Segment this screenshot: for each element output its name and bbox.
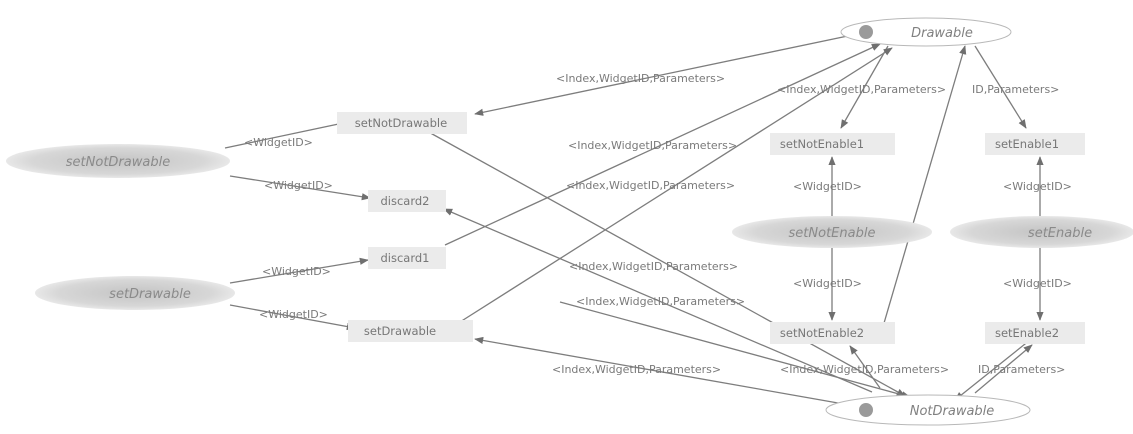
edge-label: <WidgetID> [1003, 180, 1072, 193]
edge-setnotenable1-to-notdrawable [559, 301, 911, 399]
action-node-setnotenable1[interactable]: setNotEnable1 [770, 133, 895, 155]
event-node-setnotdrawable[interactable]: setNotDrawable [6, 144, 230, 178]
action-node-setnotenable2[interactable]: setNotEnable2 [770, 322, 895, 344]
action-label: discard1 [381, 251, 430, 265]
edge-setnotdrawable-to-notdrawable [424, 129, 906, 397]
edge-setdrawable-to-discard1 [229, 257, 369, 284]
edge-label: <Index,WidgetID,Parameters> [556, 72, 725, 85]
state-node-notdrawable[interactable]: NotDrawable [825, 394, 1031, 426]
edge-label: ID,Parameters> [972, 83, 1059, 96]
edge-label: <Index,WidgetID,Parameters> [780, 363, 949, 376]
edge-drawable-to-setenable1 [974, 45, 1027, 129]
action-label: setEnable2 [995, 326, 1059, 340]
state-indicator-icon [859, 403, 873, 417]
action-label: setNotEnable2 [780, 326, 864, 340]
event-label: setNotEnable [789, 226, 876, 241]
edge-label: <Index,WidgetID,Parameters> [566, 179, 735, 192]
state-node-drawable[interactable]: Drawable [840, 17, 1012, 47]
edge-label: <Index,WidgetID,Parameters> [552, 363, 721, 376]
edge-notdrawable-to-setdrawable [474, 336, 839, 404]
event-node-setdrawable[interactable]: setDrawable [35, 276, 235, 310]
edge-label: <WidgetID> [244, 136, 313, 149]
edges [224, 32, 1044, 404]
edge-setnotenable2-to-drawable [881, 45, 967, 331]
event-node-setnotenable[interactable]: setNotEnable [732, 216, 932, 248]
action-node-setenable1[interactable]: setEnable1 [985, 133, 1085, 155]
edge-notdrawable-to-discard2 [443, 208, 873, 393]
action-label: discard2 [381, 194, 430, 208]
edge-labels: <WidgetID> <WidgetID> <WidgetID> <Widget… [244, 72, 1072, 376]
edge-label: <Index,WidgetID,Parameters> [777, 83, 946, 96]
edge-discard1-to-drawable [444, 43, 881, 246]
edge-label: <WidgetID> [262, 265, 331, 278]
edge-setenable2-to-notdrawable [954, 339, 1031, 401]
state-indicator-icon [859, 25, 873, 39]
action-label: setNotEnable1 [780, 137, 864, 151]
event-label: setEnable [1028, 226, 1092, 241]
edge-label: <Index,WidgetID,Parameters> [568, 139, 737, 152]
edge-notdrawable-to-setenable2 [974, 344, 1033, 394]
edge-setnotdrawable-to-discard2 [229, 175, 371, 201]
edge-setdrawable-to-setdrawable [229, 304, 356, 331]
action-node-setenable2[interactable]: setEnable2 [985, 322, 1085, 344]
event-label: setDrawable [109, 287, 191, 302]
edge-setnotdrawable-to-setnotdrawable [224, 120, 349, 149]
edge-label: <WidgetID> [793, 180, 862, 193]
action-node-setnotdrawable[interactable]: setNotDrawable [337, 112, 467, 134]
action-node-discard1[interactable]: discard1 [368, 247, 446, 269]
action-label: setEnable1 [995, 137, 1059, 151]
edge-label: <Index,WidgetID,Parameters> [576, 295, 745, 308]
edge-label: <WidgetID> [259, 308, 328, 321]
edge-drawable-to-setnotenable1 [840, 45, 889, 129]
edge-label: <WidgetID> [264, 179, 333, 192]
edge-setdrawable-to-drawable [459, 47, 893, 323]
edge-label: <Index,WidgetID,Parameters> [569, 260, 738, 273]
state-label: NotDrawable [910, 404, 995, 419]
event-label: setNotDrawable [66, 155, 170, 170]
edge-label: <WidgetID> [793, 277, 862, 290]
action-label: setNotDrawable [355, 116, 447, 130]
state-label: Drawable [911, 26, 973, 41]
action-label: setDrawable [364, 324, 436, 338]
event-node-setenable[interactable]: setEnable [950, 216, 1133, 248]
action-node-setdrawable[interactable]: setDrawable [348, 320, 473, 342]
edge-label: <WidgetID> [1003, 277, 1072, 290]
edge-notdrawable-to-setnotenable2 [849, 345, 881, 389]
action-node-discard2[interactable]: discard2 [368, 190, 446, 212]
edge-drawable-to-setnotdrawable [474, 32, 863, 116]
edge-label: ID,Parameters> [978, 363, 1065, 376]
